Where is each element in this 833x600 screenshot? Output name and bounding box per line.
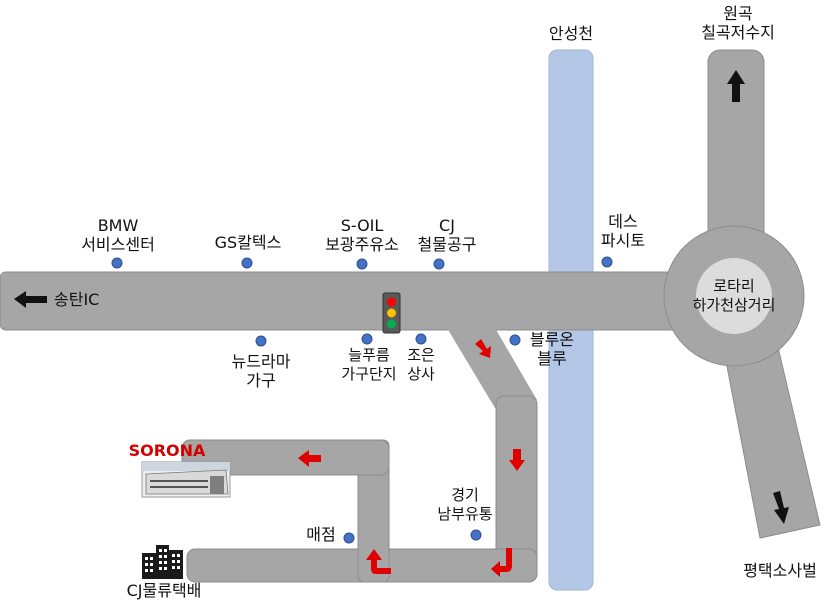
label-cj-logistics: CJ물류택배 bbox=[126, 581, 202, 600]
traffic-light-icon bbox=[382, 292, 401, 334]
sorona-road bbox=[181, 439, 390, 476]
label-store: 매점 bbox=[306, 525, 336, 544]
label-nudrama: 뉴드라마 가구 bbox=[231, 352, 291, 390]
poi-dot-neulpureum bbox=[361, 333, 373, 345]
red-arrow-diagonal-icon bbox=[475, 339, 491, 358]
label-soil: S-OIL 보광주유소 bbox=[325, 216, 399, 254]
warehouse-photo bbox=[141, 461, 231, 498]
red-arrow-down-icon bbox=[509, 449, 525, 471]
poi-dot-blueon bbox=[509, 334, 521, 346]
red-arrow-turn-left-icon bbox=[491, 548, 512, 577]
red-arrow-turn-up-icon bbox=[366, 549, 391, 574]
label-pyeongtaek: 평택소사벌 bbox=[743, 561, 817, 580]
poi-dot-nudrama bbox=[255, 335, 267, 347]
rotary-center bbox=[696, 258, 772, 334]
label-sorona: SORONA bbox=[128, 441, 206, 460]
poi-dot-bmw bbox=[111, 257, 123, 269]
poi-dot-desparsito bbox=[601, 256, 613, 268]
branch-road-diagonal bbox=[447, 328, 537, 408]
label-blueon: 블루온 블루 bbox=[529, 330, 575, 368]
label-stream: 안성천 bbox=[548, 24, 594, 43]
arrow-down-pyeongtaek-icon bbox=[773, 491, 789, 524]
label-reservoir: 원곡 칠곡저수지 bbox=[701, 4, 775, 42]
building-icon bbox=[142, 545, 183, 579]
poi-dot-soil bbox=[356, 258, 368, 270]
label-gs-caltex: GS칼텍스 bbox=[214, 233, 282, 252]
poi-dot-gs bbox=[241, 257, 253, 269]
arrow-up-reservoir-icon bbox=[727, 70, 745, 102]
red-arrow-left-sorona-icon bbox=[298, 450, 321, 467]
label-gyeonggi: 경기 남부유통 bbox=[437, 486, 493, 523]
poi-dot-cj bbox=[433, 258, 445, 270]
poi-dot-gyeonggi bbox=[470, 529, 482, 541]
label-desparsito: 데스 파시토 bbox=[600, 212, 646, 250]
label-neulpureum: 늘푸름 가구단지 bbox=[341, 346, 397, 383]
label-rotary: 로타리 하가천삼거리 bbox=[692, 277, 776, 314]
poi-dot-joeun bbox=[415, 333, 427, 345]
poi-dot-store bbox=[343, 532, 355, 544]
label-joeun: 조은 상사 bbox=[407, 346, 435, 383]
label-cj-hardware: CJ 철물공구 bbox=[417, 216, 477, 254]
arrow-left-songtan-icon bbox=[14, 291, 47, 308]
label-bmw: BMW 서비스센터 bbox=[81, 216, 155, 254]
label-songtan-ic: 송탄IC bbox=[54, 290, 100, 309]
